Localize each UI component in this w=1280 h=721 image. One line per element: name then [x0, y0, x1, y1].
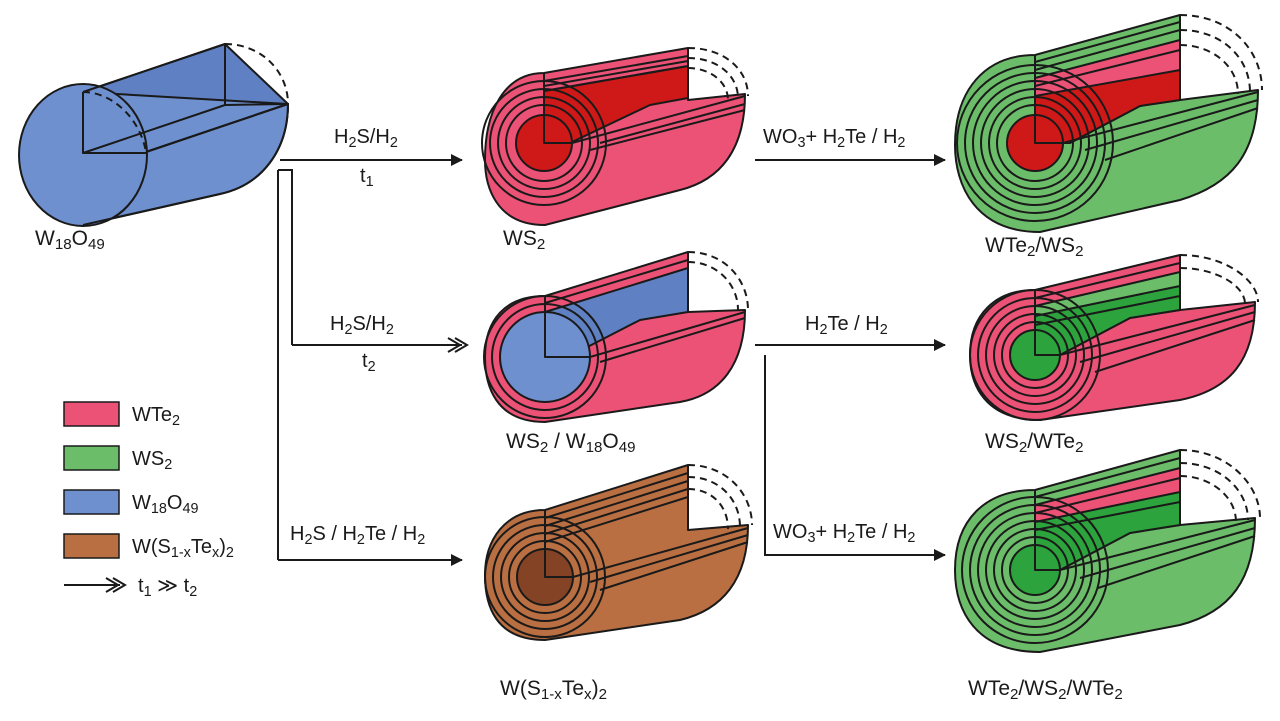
double-arrowhead [447, 337, 469, 353]
legend-label-time: t1 ≫ t2 [138, 575, 197, 600]
cond-wo3-h2te-h2-top: WO3+ H2Te / H2 [763, 126, 905, 151]
legend-label-w18o49: W18O49 [132, 492, 198, 517]
label-ws2-w18o49: WS2 / W18O49 [506, 430, 636, 456]
label-w18o49: W18O49 [35, 227, 105, 253]
label-wte2-ws2-wte2: WTe2/WS2/WTe2 [968, 677, 1123, 703]
reaction-arrows [277, 154, 946, 566]
legend [63, 401, 127, 593]
mixed-tube [484, 464, 753, 641]
label-ws2-wte2: WS2/WTe2 [985, 430, 1083, 456]
label-wte2-ws2: WTe2/WS2 [985, 234, 1083, 260]
legend-swatch-ws2 [63, 445, 120, 471]
arrow-branch-line [278, 169, 293, 345]
wte2-ws2-tube [954, 14, 1263, 233]
wte2-ws2-wte2-tube [954, 449, 1261, 653]
label-ws2: WS2 [503, 227, 545, 253]
cond-h2s-h2-top: H2S/H2 [334, 126, 398, 151]
w18o49-rod [18, 43, 289, 227]
ws2-tube [481, 47, 749, 226]
legend-double-arrow [64, 577, 127, 593]
cond-wo3-h2te-h2-bot: WO3+ H2Te / H2 [773, 521, 915, 546]
legend-label-ws2: WS2 [132, 448, 172, 473]
cond-t2: t2 [362, 350, 376, 375]
legend-label-wte2: WTe2 [132, 404, 180, 429]
legend-swatch-mixed [63, 533, 120, 559]
cond-h2s-h2-mid: H2S/H2 [330, 313, 394, 338]
ws2-w18o49-tube [483, 251, 749, 423]
legend-swatch-w18o49 [63, 489, 120, 515]
legend-label-mixed: W(S1-xTex)2 [132, 536, 234, 561]
cond-t1: t1 [360, 165, 374, 190]
label-mixed: W(S1-xTex)2 [500, 677, 607, 703]
arrow-to-wte2-ws2-wte2 [764, 355, 946, 561]
ws2-wte2-tube [969, 254, 1259, 421]
legend-swatch-wte2 [63, 401, 120, 427]
cond-h2s-h2te-h2: H2S / H2Te / H2 [290, 523, 425, 548]
cond-h2te-h2: H2Te / H2 [805, 313, 888, 338]
